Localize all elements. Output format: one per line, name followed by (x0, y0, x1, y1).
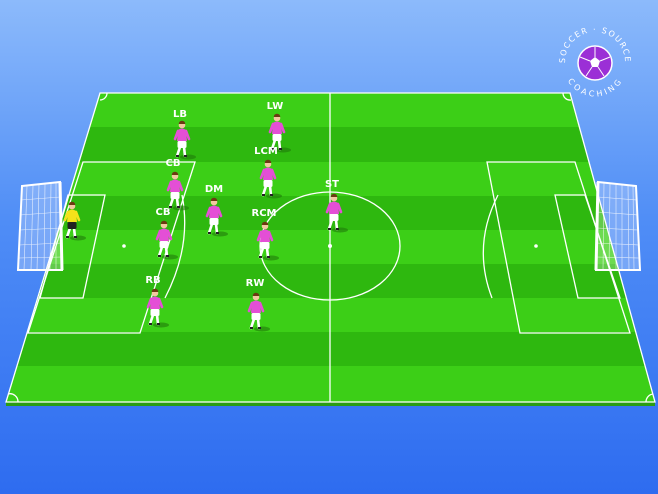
center-spot (328, 244, 332, 248)
goalkeeper-icon (63, 201, 86, 241)
player-icon (173, 120, 196, 160)
player-icon (268, 113, 291, 153)
player-icon (256, 221, 279, 261)
players: LB CB CB RB DM LW LCM RCM RW ST (63, 101, 348, 332)
player-icon (259, 159, 282, 199)
player-label: LB (173, 109, 187, 120)
player-icon (205, 197, 228, 237)
player-label: CB (156, 207, 171, 218)
pitch-lines (5, 92, 656, 403)
left-penalty-spot (122, 244, 126, 248)
right-goal (594, 180, 642, 271)
player-label: LW (267, 101, 284, 112)
left-goal (16, 180, 64, 271)
player-label: RB (145, 275, 160, 286)
pitch-edge (6, 402, 655, 406)
player-icon (155, 220, 178, 260)
player-label: CB (166, 158, 181, 169)
player-icon (247, 292, 270, 332)
player-label: ST (325, 179, 339, 190)
player-icon (325, 193, 348, 233)
right-penalty-spot (534, 244, 538, 248)
player-icon (166, 171, 189, 211)
player-label: LCM (254, 146, 278, 157)
player-icon (146, 288, 169, 328)
player-label: RCM (252, 208, 277, 219)
player-label: DM (205, 184, 223, 195)
player-label: RW (246, 278, 265, 289)
ball-pentagon (590, 57, 600, 67)
